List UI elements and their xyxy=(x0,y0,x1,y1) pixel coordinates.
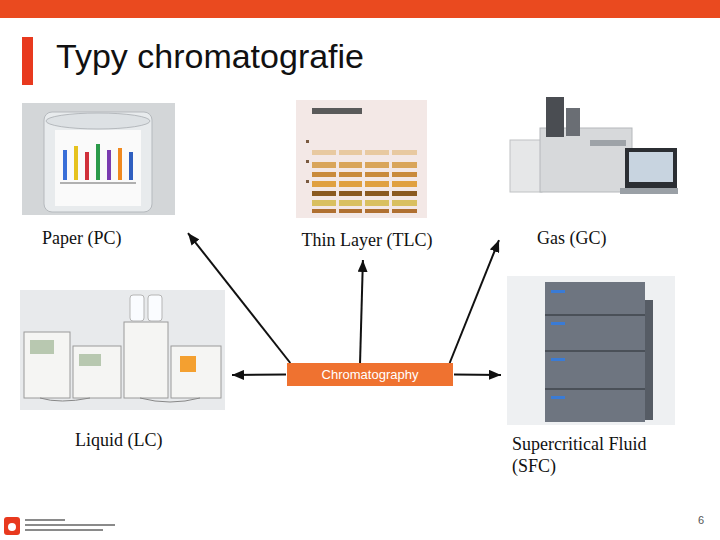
spot xyxy=(96,144,100,180)
page-number: 6 xyxy=(698,514,704,527)
monitor xyxy=(625,148,677,188)
technique-node: Gas (GC) xyxy=(505,92,685,254)
module-display xyxy=(30,340,54,354)
technique-node: Paper (PC) xyxy=(20,100,180,256)
spot xyxy=(107,150,111,180)
gc-panel xyxy=(590,140,626,146)
tubing xyxy=(40,398,200,402)
technique-label: Liquid (LC) xyxy=(75,430,163,452)
technique-node: Liquid (LC) xyxy=(18,288,228,456)
arrow-connector xyxy=(232,374,286,377)
module-seam xyxy=(545,314,645,316)
sfc-tower xyxy=(545,282,645,422)
arrow-connector xyxy=(188,233,290,363)
status-light xyxy=(551,322,565,325)
lane-gap xyxy=(389,140,392,216)
status-light xyxy=(551,358,565,361)
sample-vial xyxy=(180,356,196,372)
technique-node: Thin Layer (TLC) xyxy=(278,98,456,256)
sfc-photo xyxy=(507,276,675,425)
autosampler xyxy=(546,97,564,137)
autosampler xyxy=(566,108,580,136)
spot xyxy=(118,148,122,180)
lc-photo xyxy=(20,290,225,410)
start-line xyxy=(60,182,136,184)
lane-gap xyxy=(336,140,339,216)
module-seam xyxy=(545,350,645,352)
photo-ground xyxy=(507,276,675,425)
arrow-connector xyxy=(454,374,501,376)
lane-gap xyxy=(362,140,365,216)
arrow-connector xyxy=(360,260,363,363)
school-logo xyxy=(4,517,115,535)
logo-line xyxy=(25,524,115,526)
logo-line xyxy=(25,529,103,531)
jar-lid xyxy=(46,113,150,129)
keyboard xyxy=(620,188,678,194)
module-display xyxy=(79,354,101,366)
mark xyxy=(306,180,309,183)
logo-mark xyxy=(4,517,20,535)
technique-label: Supercritical Fluid (SFC) xyxy=(512,434,672,477)
spot xyxy=(74,146,78,180)
gc-side-unit xyxy=(510,140,542,192)
technique-label: Gas (GC) xyxy=(537,228,607,250)
spot xyxy=(129,152,133,180)
plate-label xyxy=(312,108,362,114)
status-light xyxy=(551,396,565,399)
tower-side xyxy=(645,300,653,420)
top-bar xyxy=(0,0,720,18)
module-seam xyxy=(545,388,645,390)
title-accent-bar xyxy=(22,37,33,85)
tlc-plate xyxy=(296,100,427,218)
lc-module xyxy=(124,322,168,398)
solvent-bottle xyxy=(130,295,144,321)
gc-body xyxy=(540,128,632,192)
photo-ground xyxy=(20,290,225,410)
gc-photo xyxy=(510,97,678,194)
mark xyxy=(306,160,309,163)
slide-title: Typy chromatografie xyxy=(56,36,364,77)
lc-module xyxy=(24,332,70,398)
mark xyxy=(306,140,309,143)
arrow-connector xyxy=(450,240,499,363)
logo-drop xyxy=(8,523,16,531)
jar xyxy=(44,112,152,212)
paper-cylinder xyxy=(55,130,141,206)
technique-label: Paper (PC) xyxy=(42,228,122,250)
central-label: Chromatography xyxy=(322,367,419,383)
lc-module xyxy=(171,346,221,398)
spot xyxy=(63,150,67,180)
central-box: Chromatography xyxy=(287,363,453,386)
technique-label: Thin Layer (TLC) xyxy=(278,230,456,252)
technique-node: Supercritical Fluid (SFC) xyxy=(505,274,690,486)
photo-ground xyxy=(22,103,175,215)
spot xyxy=(85,152,89,180)
solvent-bottle xyxy=(148,295,162,321)
lc-module xyxy=(73,346,121,398)
tlc-photo xyxy=(296,100,427,218)
status-light xyxy=(551,290,565,293)
paper-photo xyxy=(22,103,175,215)
logo-line xyxy=(25,519,65,521)
monitor-screen xyxy=(629,152,673,182)
